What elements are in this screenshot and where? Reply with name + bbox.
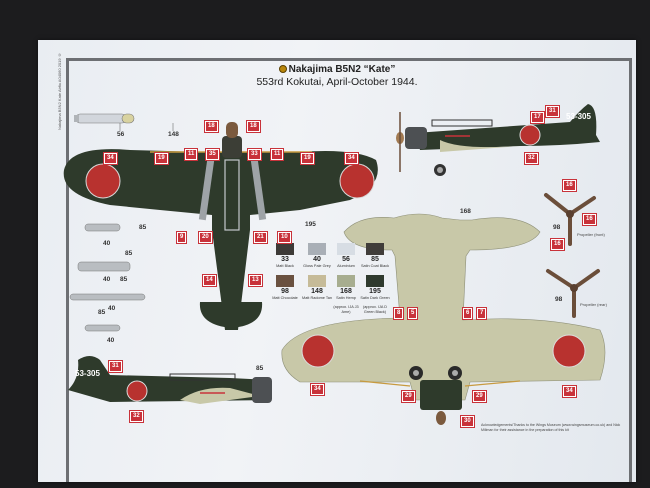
decal-tag: 30	[460, 415, 475, 428]
paint-code: 85	[371, 256, 379, 263]
right-side-view-aircraft	[396, 104, 600, 176]
decal-tag: 33	[247, 148, 262, 161]
decal-tag: 31	[545, 105, 560, 118]
paint-name: Matt Radome Tan	[302, 296, 332, 300]
decal-tag: 34	[344, 152, 359, 165]
decal-tag: 29	[472, 390, 487, 403]
decal-tag: 16	[550, 238, 565, 251]
paint-name: Satin Coat Black	[360, 264, 390, 268]
propeller-caption: Propeller (rear)	[580, 302, 607, 307]
decal-tag: 16	[562, 179, 577, 192]
store-paint-label: 85	[125, 250, 133, 257]
decal-tag: 7	[475, 307, 488, 320]
propeller-paint-label: 98	[553, 224, 561, 231]
left-side-view-aircraft	[68, 356, 272, 404]
swatch-56	[337, 243, 355, 255]
paint-code: 148	[311, 288, 323, 295]
decal-tag: 19	[154, 152, 169, 165]
swatch-40	[308, 243, 326, 255]
swatch-85	[366, 243, 384, 255]
torpedo-paint-label: 148	[168, 131, 179, 138]
paint-note: (approx. IJA D Green Black)	[362, 305, 388, 314]
acknowledgement-text: Acknowledgements/Thanks to the Wings Mus…	[481, 423, 621, 432]
store-paint-label: 40	[107, 337, 115, 344]
paint-code: 33	[281, 256, 289, 263]
decal-tag: 19	[300, 152, 315, 165]
decal-tag: 20	[198, 231, 213, 244]
unit-subtitle: 553rd Kokutai, April-October 1944.	[256, 76, 418, 88]
propeller-caption: Propeller (front)	[577, 232, 605, 237]
decal-tag: 31	[108, 360, 123, 373]
torpedo-drawing	[74, 113, 174, 131]
torpedo-paint-label: 56	[117, 131, 125, 138]
underside-paint-label: 168	[460, 208, 471, 215]
decal-tag: 34	[562, 385, 577, 398]
paint-name: Matt Chocolate	[272, 296, 298, 300]
decal-tag: 11	[269, 148, 285, 161]
paint-name: Matt Black	[276, 264, 294, 268]
store-paint-label: 85	[120, 276, 128, 283]
decal-tag: 14	[202, 274, 217, 287]
decal-tag: 32	[524, 152, 539, 165]
store-paint-label: 40	[108, 305, 116, 312]
paint-code: 168	[340, 288, 352, 295]
top-view-paint-label: 195	[305, 221, 316, 228]
decal-tag: 5	[406, 307, 419, 320]
scheme-badge-icon	[278, 65, 287, 73]
decal-tag: 18	[246, 120, 261, 133]
decal-tag: 10	[277, 231, 292, 244]
decal-tag: 34	[103, 152, 118, 165]
tail-code: 53-305	[566, 112, 591, 121]
paint-note: (approx. IJA J3 Ame)	[333, 305, 359, 314]
decal-tag: 6	[461, 307, 474, 320]
propeller-front-drawing	[544, 193, 596, 246]
propeller-paint-label: 98	[555, 296, 563, 303]
paint-name: Satin Dark Green	[360, 296, 390, 300]
sheet-frame	[66, 58, 632, 482]
tail-code: 53-305	[75, 369, 100, 378]
top-view-aircraft	[63, 122, 378, 330]
decal-tag: 29	[401, 390, 416, 403]
decal-tag: 16	[582, 213, 597, 226]
store-paint-label: 85	[98, 309, 106, 316]
left-side-paint-label: 85	[256, 365, 264, 372]
store-paint-label: 85	[139, 224, 147, 231]
decal-tag: 18	[204, 120, 219, 133]
aircraft-title: Nakajima B5N2 “Kate”	[38, 64, 636, 75]
paint-name: Aluminium	[337, 264, 355, 268]
swatch-195	[366, 275, 384, 287]
swatch-98	[276, 275, 294, 287]
decal-tag: 8	[392, 307, 405, 320]
store-paint-label: 40	[103, 276, 111, 283]
decal-tag: 17	[530, 111, 545, 124]
store-paint-label: 40	[103, 240, 111, 247]
paint-code: 56	[342, 256, 350, 263]
decal-tag: 32	[129, 410, 144, 423]
aircraft-title-text: Nakajima B5N2 “Kate”	[288, 64, 396, 75]
decal-tag: 9	[175, 231, 188, 244]
paint-code: 195	[369, 288, 381, 295]
decal-tag: 35	[205, 148, 220, 161]
swatch-33	[276, 243, 294, 255]
decal-tag: 34	[310, 383, 325, 396]
swatch-168	[337, 275, 355, 287]
underside-view-aircraft	[281, 213, 606, 425]
decal-tag: 21	[253, 231, 268, 244]
swatch-148	[308, 275, 326, 287]
bombs-drawing	[69, 223, 146, 332]
propeller-rear-drawing	[546, 269, 600, 318]
paint-name: Satin Hemp	[336, 296, 356, 300]
decal-tag: 11	[183, 148, 199, 161]
paint-code: 98	[281, 288, 289, 295]
decal-tag: 13	[248, 274, 263, 287]
paint-name: Gloss Pale Grey	[303, 264, 331, 268]
paint-code: 40	[313, 256, 321, 263]
